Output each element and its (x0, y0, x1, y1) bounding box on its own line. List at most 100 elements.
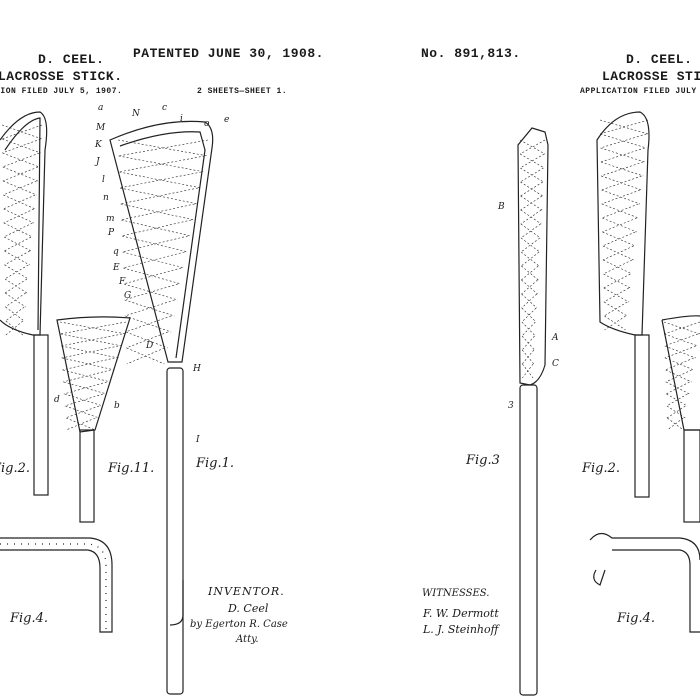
netting-strand (663, 321, 700, 335)
netting-strand (600, 133, 647, 149)
fig3-stick (517, 127, 549, 696)
netting-strand (62, 357, 115, 371)
netting-strand (667, 417, 684, 431)
fig-label: Fig.3 (466, 453, 500, 468)
ref-letter: P (108, 228, 115, 238)
handle-end (169, 580, 184, 626)
ref-letter: m (106, 214, 115, 224)
netting-strand (602, 245, 634, 261)
attorney-signature: by Egerton R. Case (190, 619, 288, 630)
netting-strand (2, 138, 41, 154)
netting-strand (599, 119, 649, 135)
fig4-left-frame (0, 537, 113, 633)
netting-strand (604, 301, 628, 317)
netting-strand (603, 287, 629, 303)
netting-strand (5, 292, 26, 308)
netting-strand (520, 209, 542, 225)
netting-strand (666, 393, 688, 407)
ref-letter: C (552, 359, 559, 369)
ref-letter: n (103, 193, 109, 203)
fig11-head (56, 316, 131, 523)
netting-strand (520, 223, 541, 239)
ref-letter: e (224, 115, 230, 125)
netting-strand (63, 369, 111, 383)
netting-strand (4, 278, 28, 294)
inventor-signature: D. Ceel (228, 602, 269, 615)
netting-strand (521, 335, 535, 351)
ref-letter: 3 (508, 401, 514, 411)
netting-strand (61, 345, 119, 359)
fig1-stick (109, 120, 214, 695)
netting-strand (664, 345, 696, 359)
netting-strand (65, 405, 100, 419)
fig2-left-stick (0, 111, 49, 496)
netting-strand (521, 293, 538, 309)
fig11-right-partial (661, 315, 700, 523)
netting-strand (2, 180, 37, 196)
netting-strand (519, 153, 545, 169)
ref-letter: l (102, 175, 105, 185)
fig-label: Fig.1. (196, 456, 235, 471)
ref-letter: K (95, 140, 102, 150)
ref-letter: I (196, 435, 200, 445)
witness-signature: L. J. Steinhoff (423, 623, 499, 636)
netting-strand (4, 264, 29, 280)
netting-strand (3, 194, 36, 210)
netting-strand (125, 315, 172, 333)
netting-strand (123, 267, 182, 285)
netting-strand (123, 283, 178, 301)
netting-strand (119, 171, 202, 189)
fig-label: Fig.11. (108, 461, 155, 476)
ref-letter: A (552, 333, 559, 343)
netting-strand (600, 147, 645, 163)
netting-strand (122, 251, 185, 269)
ref-letter: G (124, 291, 132, 301)
netting-strand (520, 195, 543, 211)
ref-letter: c (162, 103, 168, 113)
sheets-count: 2 SHEETS—SHEET 1. (197, 87, 288, 96)
netting-strand (2, 152, 40, 168)
netting-strand (664, 333, 699, 347)
ref-letter: B (498, 202, 505, 212)
netting-strand (521, 251, 540, 267)
netting-strand (1, 124, 43, 140)
netting-strand (603, 259, 633, 275)
witness-signature: F. W. Dermott (423, 607, 499, 620)
netting-strand (665, 381, 690, 395)
sheet2-filed: APPLICATION FILED JULY 5, 1907. (580, 87, 700, 96)
netting-strand (520, 237, 540, 253)
netting-strand (126, 347, 165, 365)
netting-strand (521, 265, 539, 281)
ref-letter: d (54, 395, 60, 405)
netting-strand (665, 357, 694, 371)
sheet2-inventor-name: D. CEEL. (626, 52, 693, 67)
netting-strand (665, 369, 692, 383)
fig-label: Fig.2. (0, 461, 31, 476)
sheet1-filed: APPLICATION FILED JULY 5, 1907. (0, 87, 123, 96)
patented-date: PATENTED JUNE 30, 1908. (133, 46, 324, 61)
ref-letter: o (204, 119, 210, 129)
netting-strand (120, 203, 195, 221)
ref-letter: D (146, 341, 154, 351)
netting-strand (602, 217, 637, 233)
netting-strand (600, 161, 644, 177)
netting-strand (2, 166, 39, 182)
inventor-label: INVENTOR. (208, 585, 285, 598)
netting-strand (3, 208, 34, 224)
netting-strand (520, 181, 543, 197)
netting-strand (4, 250, 30, 266)
netting-strand (604, 315, 626, 331)
ref-letter: M (96, 123, 106, 133)
netting-strand (522, 363, 534, 379)
fig4-right-frame (589, 532, 700, 633)
ref-letter: b (114, 401, 120, 411)
ref-letter: F (119, 277, 126, 287)
netting-strand (601, 203, 639, 219)
netting-strand (519, 139, 546, 155)
netting-strand (119, 187, 199, 205)
fig-label: Fig.4. (10, 611, 49, 626)
netting-strand (4, 236, 32, 252)
sheet2-title: LACROSSE STICK. (602, 69, 700, 84)
netting-strand (522, 349, 535, 365)
ref-letter: a (98, 103, 104, 113)
